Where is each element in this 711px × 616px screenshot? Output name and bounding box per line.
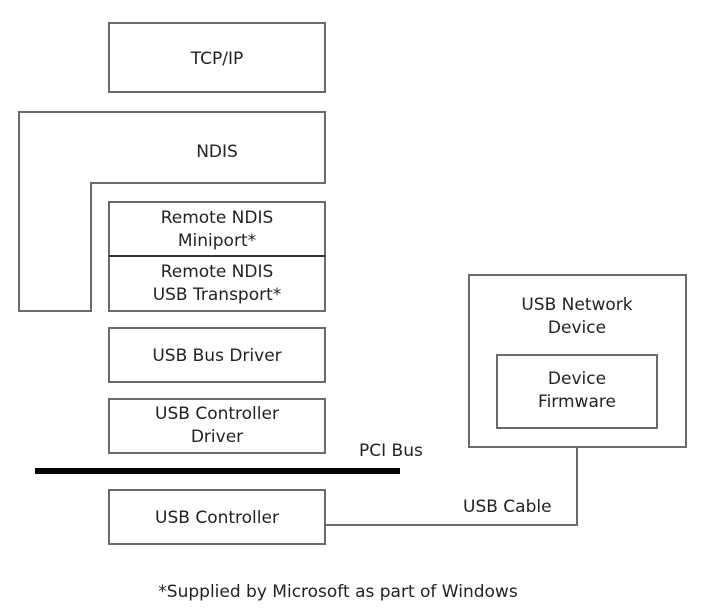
device-firmware-line2: Firmware (538, 392, 616, 412)
usb-bus-driver-box: USB Bus Driver (108, 327, 326, 383)
device-firmware-line1: Device (548, 369, 606, 389)
usb-controller-driver-box: USB Controller Driver (108, 398, 326, 454)
usb-cable-line (325, 447, 578, 526)
usb-cable-label: USB Cable (463, 497, 552, 517)
usb-controller-label: USB Controller (155, 508, 279, 528)
pci-bus-label: PCI Bus (359, 441, 423, 461)
usb-controller-box: USB Controller (108, 489, 326, 545)
usb-controller-driver-line1: USB Controller (155, 404, 279, 424)
rndis-miniport-line2: Miniport* (178, 231, 256, 251)
ndis-box: NDIS (18, 111, 326, 312)
rndis-stack: Remote NDIS Miniport* Remote NDIS USB Tr… (108, 201, 326, 312)
usb-bus-driver-label: USB Bus Driver (152, 346, 281, 366)
tcpip-label: TCP/IP (190, 49, 244, 69)
usb-network-device-line2: Device (548, 318, 606, 338)
device-firmware-box: Device Firmware (496, 354, 658, 429)
usb-network-device-line1: USB Network (521, 295, 632, 315)
footnote: *Supplied by Microsoft as part of Window… (158, 582, 518, 602)
tcpip-box: TCP/IP (108, 22, 326, 93)
rndis-usb-transport-line2: USB Transport* (153, 285, 282, 305)
rndis-usb-transport-line1: Remote NDIS (161, 262, 274, 282)
rndis-miniport-line1: Remote NDIS (161, 208, 274, 228)
usb-controller-driver-line2: Driver (191, 427, 243, 447)
ndis-label: NDIS (196, 142, 238, 162)
